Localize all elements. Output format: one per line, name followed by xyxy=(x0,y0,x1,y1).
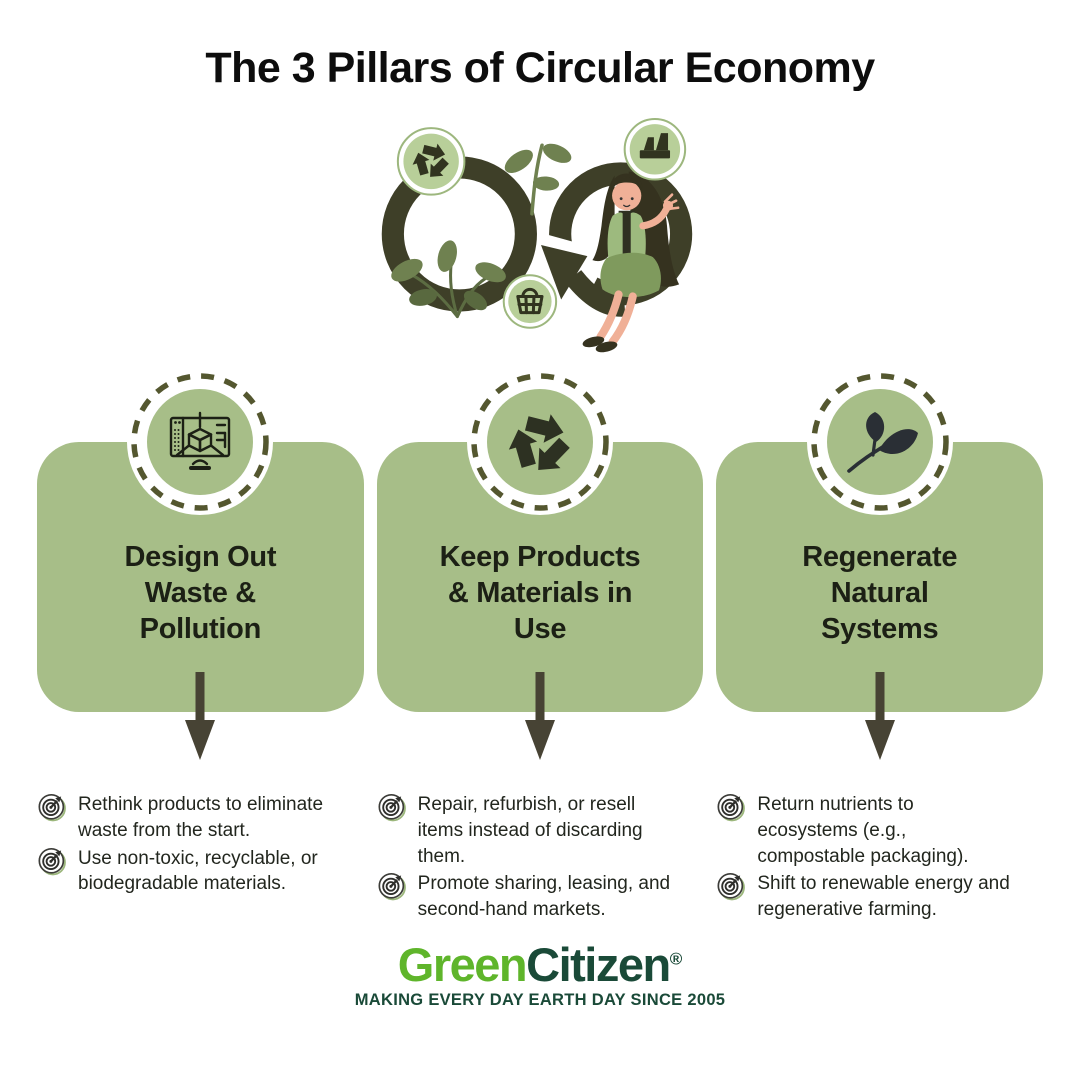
pillar-icon-badge xyxy=(805,367,955,517)
infinity-loop-illustration xyxy=(381,118,693,353)
pillar-keep-in-use: Keep Products & Materials in Use xyxy=(376,367,704,760)
bullet-text: Repair, refurbish, or resell items inste… xyxy=(417,794,643,867)
pillar-title: Keep Products & Materials in Use xyxy=(439,541,641,645)
bullets-regenerate: Return nutrients to ecosystems (e.g., co… xyxy=(716,792,1043,925)
bullets-row: Rethink products to eliminate waste from… xyxy=(0,792,1080,925)
leaf-cluster xyxy=(391,240,506,319)
bullet-text: Use non-toxic, recyclable, or biodegrada… xyxy=(78,847,318,895)
list-item: Shift to renewable energy and regenerati… xyxy=(716,871,1043,923)
down-arrow-icon xyxy=(185,672,216,760)
leaves-icon xyxy=(846,412,918,473)
list-item: Rethink products to eliminate waste from… xyxy=(37,792,364,844)
pillar-card: Design Out Waste & Pollution xyxy=(37,442,364,760)
brand-footer: GreenCitizen® MAKING EVERY DAY EARTH DAY… xyxy=(0,941,1080,1010)
dart-target-icon xyxy=(38,793,66,822)
dart-target-icon xyxy=(378,793,406,822)
leaf-sprig xyxy=(504,143,572,216)
brand-tagline: MAKING EVERY DAY EARTH DAY SINCE 2005 xyxy=(354,991,726,1010)
bullets-keep-in-use: Repair, refurbish, or resell items inste… xyxy=(377,792,704,925)
down-arrow-icon xyxy=(525,672,555,760)
page-title: The 3 Pillars of Circular Economy xyxy=(205,44,875,92)
list-item: Repair, refurbish, or resell items inste… xyxy=(377,792,704,869)
pillar-regenerate: Regenerate Natural Systems xyxy=(716,367,1044,760)
dart-target-icon xyxy=(38,847,66,876)
recycle-badge xyxy=(396,127,466,196)
woman-illustration xyxy=(582,171,680,353)
hero-illustration xyxy=(0,113,1080,365)
pillar-icon-badge xyxy=(465,367,615,517)
brand-word-citizen: Citizen xyxy=(526,938,671,992)
factory-badge xyxy=(623,118,687,181)
pillar-title: Regenerate Natural Systems xyxy=(802,541,958,645)
bullet-text: Return nutrients to ecosystems (e.g., co… xyxy=(757,794,969,867)
dart-target-icon xyxy=(378,873,406,901)
list-item: Use non-toxic, recyclable, or biodegrada… xyxy=(37,846,364,898)
bullets-design: Rethink products to eliminate waste from… xyxy=(37,792,364,925)
list-item: Promote sharing, leasing, and second-han… xyxy=(377,871,704,923)
bullet-text: Promote sharing, leasing, and second-han… xyxy=(417,873,671,921)
pillar-design: Design Out Waste & Pollution xyxy=(37,367,364,760)
recycle-icon xyxy=(508,414,570,471)
pillar-title: Design Out Waste & Pollution xyxy=(124,541,277,645)
loop-arrow xyxy=(541,233,626,317)
basket-badge xyxy=(502,274,558,329)
bullet-text: Shift to renewable energy and regenerati… xyxy=(757,873,1010,921)
dart-target-icon xyxy=(717,873,746,901)
brand-word-green: Green xyxy=(397,938,528,992)
dart-target-icon xyxy=(717,793,746,822)
cad-monitor-icon xyxy=(170,411,231,470)
down-arrow-icon xyxy=(864,672,895,760)
pillar-cards-row: Design Out Waste & Pollution xyxy=(0,367,1080,760)
brand-logo: GreenCitizen® xyxy=(0,941,1080,988)
registered-trademark-icon: ® xyxy=(669,949,683,969)
list-item: Return nutrients to ecosystems (e.g., co… xyxy=(716,792,1043,869)
bullet-text: Rethink products to eliminate waste from… xyxy=(78,794,324,841)
pillar-icon-badge xyxy=(125,367,275,517)
